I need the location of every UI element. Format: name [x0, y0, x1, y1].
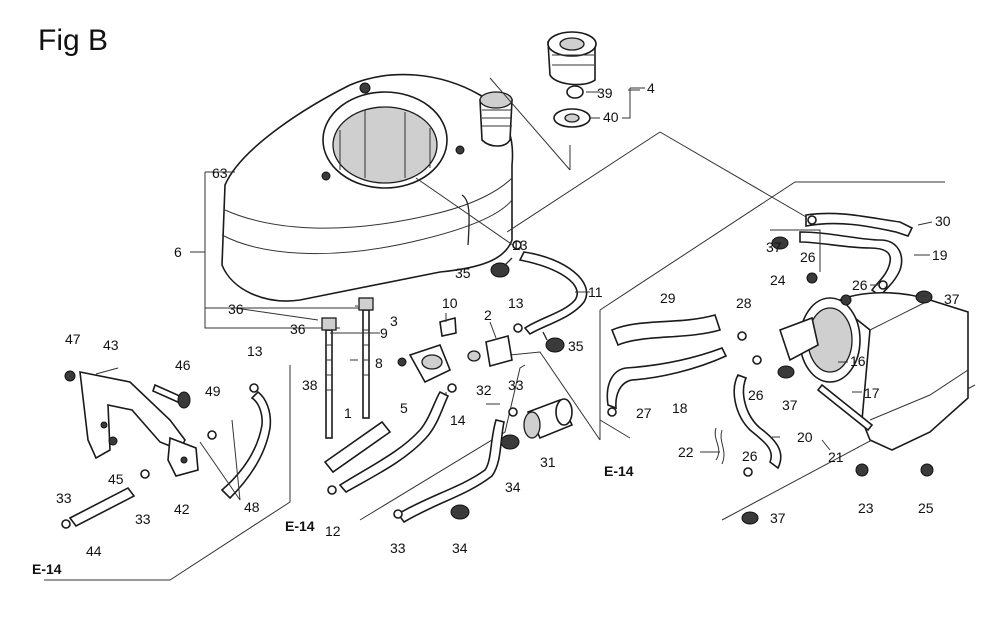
clamp-34b [450, 504, 470, 520]
label-2: 2 [484, 307, 492, 323]
label-21: 21 [828, 449, 844, 465]
label-26a: 26 [800, 249, 816, 265]
label-23: 23 [858, 500, 874, 516]
label-36b: 36 [290, 321, 306, 337]
label-33a: 33 [508, 377, 524, 393]
label-26b: 26 [852, 277, 868, 293]
label-10: 10 [442, 295, 458, 311]
label-26d: 26 [742, 448, 758, 464]
clamp-34a [500, 434, 520, 450]
ref-e14-a: E-14 [285, 518, 315, 534]
fuel-tank [221, 73, 514, 302]
label-11: 11 [588, 284, 603, 300]
fuel-cap [547, 31, 597, 128]
label-37a: 37 [766, 239, 782, 255]
bracket-43 [64, 370, 186, 460]
clamp-35b [542, 331, 565, 353]
label-18: 18 [672, 400, 688, 416]
overflow-tank [799, 291, 969, 451]
clamp-35a [490, 257, 513, 278]
label-35b: 35 [568, 338, 584, 354]
label-63: 63 [212, 165, 228, 181]
label-35a: 35 [455, 265, 471, 281]
label-34a: 34 [505, 479, 521, 495]
label-5: 5 [400, 400, 408, 416]
label-34b: 34 [452, 540, 468, 556]
label-24: 24 [770, 272, 786, 288]
label-46: 46 [175, 357, 191, 373]
label-37c: 37 [782, 397, 798, 413]
label-4: 4 [647, 80, 655, 96]
label-39: 39 [597, 85, 613, 101]
label-27: 27 [636, 405, 652, 421]
label-25: 25 [918, 500, 934, 516]
stud-bolts [321, 297, 374, 439]
label-1: 1 [344, 405, 352, 421]
label-26c: 26 [748, 387, 764, 403]
label-44: 44 [86, 543, 102, 559]
label-13b: 13 [508, 295, 524, 311]
label-49: 49 [205, 383, 221, 399]
label-17: 17 [864, 385, 880, 401]
label-37d: 37 [770, 510, 786, 526]
fuel-valve [397, 316, 513, 393]
label-28: 28 [736, 295, 752, 311]
label-20: 20 [797, 429, 813, 445]
clamp-37a [771, 236, 789, 250]
figure-title: Fig B [38, 24, 109, 57]
label-33b: 33 [390, 540, 406, 556]
label-8: 8 [375, 355, 383, 371]
label-37b: 37 [944, 291, 960, 307]
label-32: 32 [476, 382, 492, 398]
label-31: 31 [540, 454, 556, 470]
label-16: 16 [850, 353, 866, 369]
label-38: 38 [302, 377, 318, 393]
label-13a: 13 [512, 237, 528, 253]
filter-31 [523, 398, 574, 440]
clamp-37d [741, 511, 759, 525]
ref-e14-c: E-14 [604, 463, 634, 479]
label-19: 19 [932, 247, 948, 263]
label-9: 9 [380, 325, 388, 341]
label-30: 30 [935, 213, 951, 229]
label-13c: 13 [247, 343, 263, 359]
label-33d: 33 [56, 490, 72, 506]
label-14: 14 [450, 412, 466, 428]
bolt-46 [152, 383, 191, 409]
label-12: 12 [325, 523, 341, 539]
label-47: 47 [65, 331, 81, 347]
clamp-37b [915, 290, 933, 304]
label-43: 43 [103, 337, 119, 353]
label-22: 22 [678, 444, 694, 460]
label-40: 40 [603, 109, 619, 125]
pump-16 [778, 316, 819, 362]
label-42: 42 [174, 501, 190, 517]
label-3: 3 [390, 313, 398, 329]
label-45: 45 [108, 471, 124, 487]
part-labels: 63 6 36 36 9 38 1 8 3 10 2 5 14 12 E-14 … [32, 80, 960, 577]
clamp-37c [777, 365, 795, 379]
part-42 [167, 436, 199, 477]
label-48: 48 [244, 499, 260, 515]
ref-e14-b: E-14 [32, 561, 62, 577]
label-29: 29 [660, 290, 676, 306]
label-33c: 33 [135, 511, 151, 527]
label-36a: 36 [228, 301, 244, 317]
label-6: 6 [174, 244, 182, 260]
